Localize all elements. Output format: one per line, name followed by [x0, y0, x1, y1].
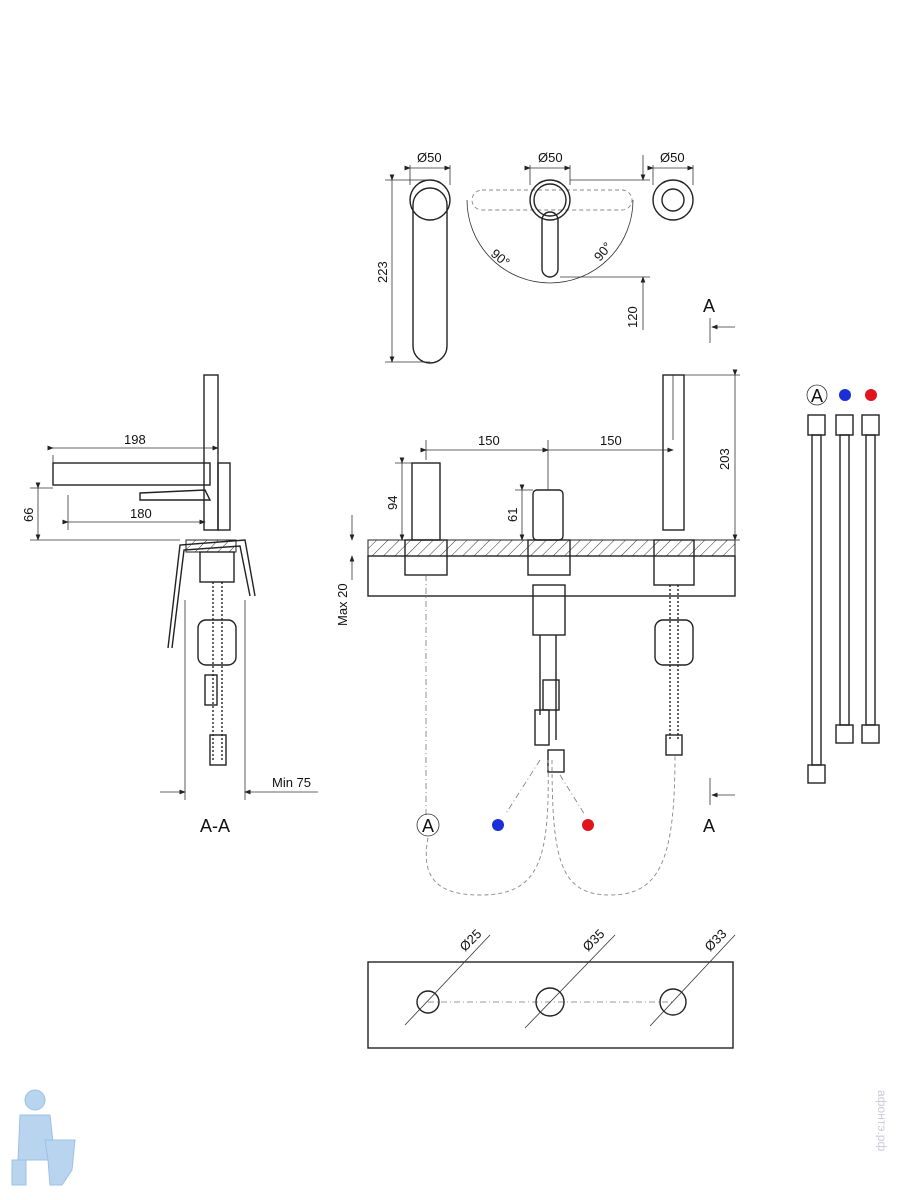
- hose-label: A: [422, 816, 434, 836]
- plumber-logo: [11, 1089, 76, 1186]
- dia-label: Ø50: [417, 150, 442, 165]
- dim-label: 150: [600, 433, 622, 448]
- dim-label: 61: [505, 508, 520, 522]
- dim-label: 66: [21, 508, 36, 522]
- side-view: [30, 374, 318, 800]
- hoses: [806, 384, 880, 784]
- dim-label: Max 20: [335, 583, 350, 626]
- angle-label: 90°: [591, 239, 615, 264]
- diverter-top: [647, 165, 694, 221]
- dia-label: Ø50: [660, 150, 685, 165]
- section-mark: A: [703, 816, 715, 836]
- hole-dia-label: Ø33: [702, 926, 730, 954]
- hot-water-dot: [865, 389, 877, 401]
- front-view: [349, 369, 740, 896]
- hose-a-marker: [416, 813, 440, 837]
- hose-label: A: [811, 386, 823, 406]
- section-mark: A: [703, 296, 715, 316]
- dim-label: 150: [478, 433, 500, 448]
- angle-label: 90°: [488, 246, 513, 270]
- hot-water-dot: [582, 819, 594, 831]
- dim-label: 203: [717, 448, 732, 470]
- dim-label: 180: [130, 506, 152, 521]
- drilling-template: [367, 934, 736, 1049]
- height-label: 223: [375, 261, 390, 283]
- hole-dia-label: Ø35: [580, 926, 608, 954]
- section-label: A-A: [200, 816, 230, 836]
- hole-dia-label: Ø25: [457, 926, 485, 954]
- dim-label: 94: [385, 496, 400, 510]
- dim-label: 198: [124, 432, 146, 447]
- dia-label: Ø50: [538, 150, 563, 165]
- cold-water-dot: [839, 389, 851, 401]
- spout-top: [385, 165, 451, 364]
- top-view: Ø50 223 Ø50 90° 90° 120 Ø50 A: [375, 150, 735, 364]
- cold-water-dot: [492, 819, 504, 831]
- watermark: афонтэ.рф: [875, 1090, 889, 1151]
- dim-label: Min 75: [272, 775, 311, 790]
- dim-label: 120: [625, 306, 640, 328]
- mixer-top: [466, 155, 650, 330]
